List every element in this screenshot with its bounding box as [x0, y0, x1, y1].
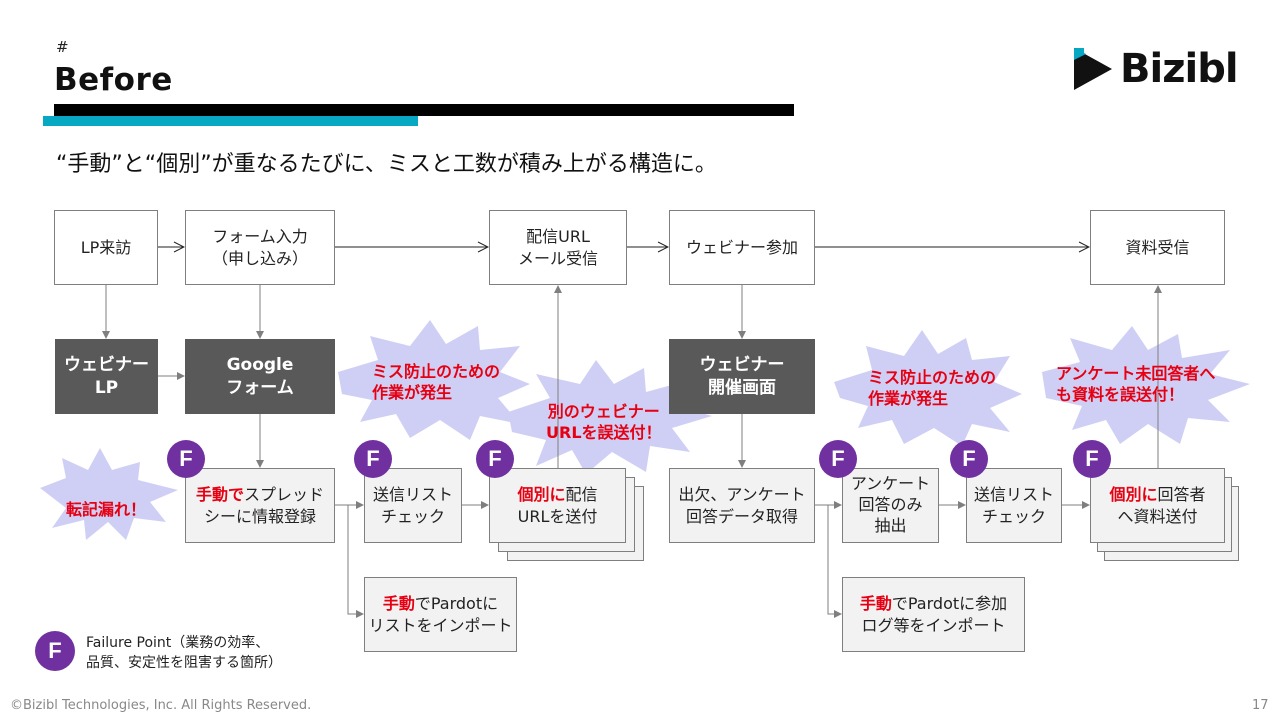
task-send-material-line1: 回答者 [1157, 484, 1206, 504]
task-survey-extract: アンケート回答のみ抽出 [842, 468, 939, 543]
emphasis-individual: 個別に [1109, 484, 1158, 504]
burst-wrong-material: アンケート未回答者へも資料を誤送付！ [1056, 364, 1215, 406]
copyright-footer: ©Bizibl Technologies, Inc. All Rights Re… [10, 698, 312, 713]
task-spreadsheet-line2: シーに情報登録 [203, 506, 316, 526]
step-url-mail-line1: 配信URL [526, 226, 590, 246]
burst-prevention-work-2-line1: ミス防止のための [868, 368, 997, 387]
tool-webinar-screen-line2: 開催画面 [708, 377, 776, 398]
task-pardot-import-2: 手動でPardotに参加ログ等をインポート [842, 577, 1025, 652]
failure-point-badge: F [354, 440, 392, 478]
step-form-input: フォーム入力（申し込み） [185, 210, 335, 285]
step-lp-visit-label: LP来訪 [80, 237, 132, 257]
tool-webinar-screen: ウェビナー開催画面 [669, 339, 815, 414]
title-underline-teal [43, 116, 418, 126]
legend-failure-point-badge: F [35, 631, 75, 671]
emphasis-manual: 手動で [195, 484, 244, 504]
task-spreadsheet-line1: スプレッド [244, 484, 325, 504]
task-pardot-import-2-line1: でPardotに参加 [891, 593, 1008, 613]
step-webinar-join: ウェビナー参加 [669, 210, 815, 285]
burst-transcription-miss-text: 転記漏れ！ [66, 500, 147, 519]
step-webinar-join-label: ウェビナー参加 [685, 237, 798, 257]
page-subtitle: “手動”と“個別”が重なるたびに、ミスと工数が積み上がる構造に。 [56, 152, 717, 177]
burst-prevention-work-2: ミス防止のための作業が発生 [868, 368, 996, 410]
task-survey-extract-line2: 回答のみ [858, 495, 923, 515]
task-survey-extract-line1: アンケート [850, 474, 931, 494]
task-attendance-data: 出欠、アンケート回答データ取得 [669, 468, 815, 543]
legend-line1: Failure Point（業務の効率、 [86, 635, 270, 651]
task-pardot-import-1: 手動でPardotにリストをインポート [364, 577, 517, 652]
task-spreadsheet-entry: 手動でスプレッドシーに情報登録 [185, 468, 335, 543]
task-pardot-import-1-line1: でPardotに [414, 593, 499, 613]
task-send-url-line2: URLを送付 [517, 506, 598, 526]
failure-point-badge: F [476, 440, 514, 478]
burst-shape-transcription-miss [40, 448, 178, 540]
task-list-check-1-line2: チェック [380, 506, 445, 526]
emphasis-manual: 手動 [859, 593, 892, 613]
emphasis-individual: 個別に [517, 484, 566, 504]
task-send-material: 個別に回答者へ資料送付 [1090, 468, 1225, 543]
task-pardot-import-1-line2: リストをインポート [368, 615, 513, 635]
step-form-input-line2: （申し込み） [211, 248, 308, 268]
bizibl-logo: Bizibl [1072, 44, 1242, 94]
task-list-check-2-line1: 送信リスト [973, 484, 1054, 504]
step-material-receive: 資料受信 [1090, 210, 1225, 285]
task-list-check-2: 送信リストチェック [966, 468, 1062, 543]
tool-webinar-lp-line1: ウェビナー [64, 354, 149, 375]
burst-shape-wrong-url [508, 360, 712, 474]
page-number: 17 [1252, 698, 1269, 713]
play-logo-icon [1074, 48, 1112, 90]
burst-prevention-work-1-line2: 作業が発生 [372, 382, 453, 402]
logo-text: Bizibl [1120, 46, 1239, 92]
burst-wrong-url-line2: URLを誤送付！ [546, 422, 662, 442]
legend-line2: 品質、安定性を阻害する箇所） [86, 654, 282, 671]
step-material-receive-label: 資料受信 [1125, 237, 1190, 257]
task-pardot-import-2-line2: ログ等をインポート [861, 615, 1006, 635]
page-title: Before [54, 62, 173, 98]
burst-prevention-work-1: ミス防止のための作業が発生 [372, 362, 500, 404]
failure-point-badge: F [167, 440, 205, 478]
burst-wrong-material-line2: も資料を誤送付！ [1056, 384, 1185, 404]
section-hash: # [56, 38, 69, 56]
step-lp-visit: LP来訪 [54, 210, 158, 285]
task-attendance-line2: 回答データ取得 [685, 506, 798, 526]
burst-wrong-url-line1: 別のウェビナー [547, 402, 660, 421]
task-attendance-line1: 出欠、アンケート [678, 484, 806, 504]
task-list-check-2-line2: チェック [981, 506, 1046, 526]
burst-prevention-work-1-line1: ミス防止のための [372, 362, 501, 381]
legend-text: Failure Point（業務の効率、 品質、安定性を阻害する箇所） [86, 634, 282, 673]
failure-point-badge: F [819, 440, 857, 478]
task-send-material-line2: へ資料送付 [1117, 506, 1198, 526]
title-underline-black [54, 104, 794, 116]
failure-point-badge: F [1073, 440, 1111, 478]
emphasis-manual: 手動 [382, 593, 415, 613]
task-list-check-1: 送信リストチェック [364, 468, 462, 543]
burst-wrong-material-line1: アンケート未回答者へ [1056, 364, 1216, 383]
tool-webinar-lp-line2: LP [94, 377, 119, 398]
burst-prevention-work-2-line2: 作業が発生 [868, 388, 949, 408]
task-send-url-line1: 配信 [565, 484, 598, 504]
failure-point-badge: F [950, 440, 988, 478]
tool-webinar-screen-line1: ウェビナー [699, 354, 785, 375]
tool-google-form-line1: Google [226, 354, 294, 375]
tool-google-form-line2: フォーム [226, 377, 294, 398]
burst-transcription-miss: 転記漏れ！ [66, 500, 146, 521]
burst-shape-prevention-work-1 [338, 320, 530, 440]
burst-shape-prevention-work-2 [834, 330, 1022, 446]
task-list-check-1-line1: 送信リスト [372, 484, 453, 504]
burst-shape-wrong-material [1042, 326, 1250, 444]
task-survey-extract-line3: 抽出 [874, 515, 907, 535]
step-url-mail-line2: メール受信 [517, 248, 598, 268]
step-form-input-line1: フォーム入力 [212, 226, 308, 246]
